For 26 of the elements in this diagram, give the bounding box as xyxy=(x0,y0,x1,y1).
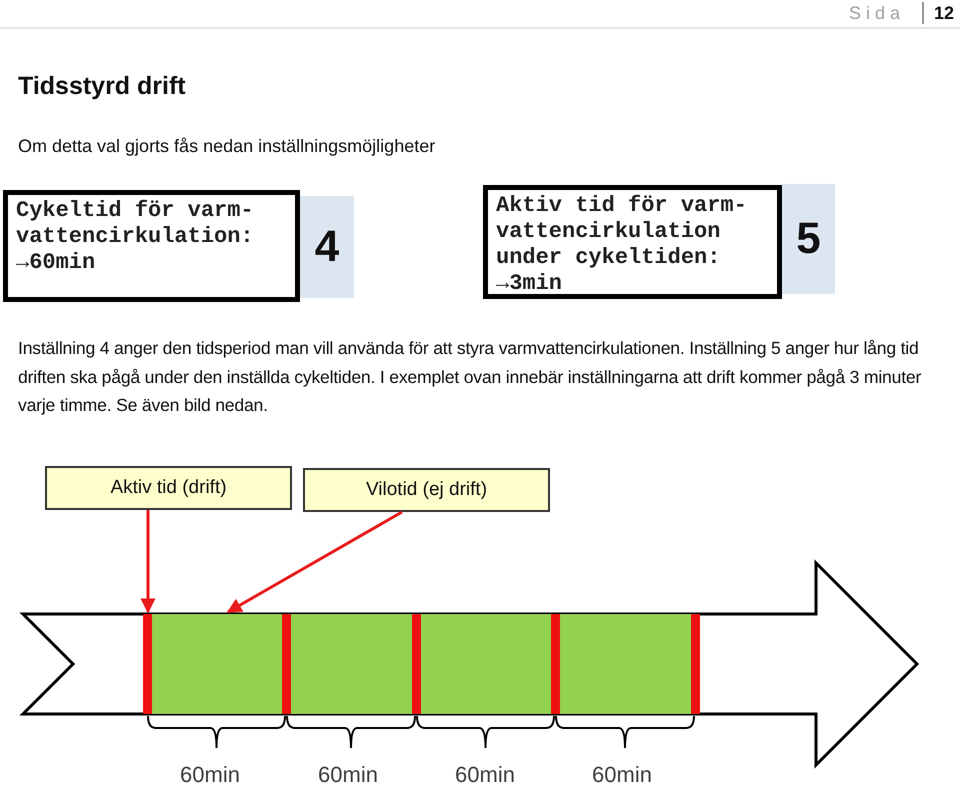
page-label: Sida xyxy=(849,3,906,24)
page-title: Tidsstyrd drift xyxy=(18,72,186,101)
duration-label: 60min xyxy=(317,762,379,788)
duration-label: 60min xyxy=(591,762,653,788)
time-segment xyxy=(421,614,551,714)
callout-box: Vilotid (ej drift) xyxy=(303,468,550,512)
time-segment xyxy=(152,614,282,714)
marker-bar xyxy=(691,614,700,714)
arrow xyxy=(226,510,403,614)
display-panel: Aktiv tid för varm- vattencirkulation under cykeltiden: →3min xyxy=(483,185,782,299)
callout-box: Aktiv tid (drift) xyxy=(45,466,292,510)
arrow xyxy=(140,510,156,614)
duration-label: 60min xyxy=(454,762,516,788)
marker-bar xyxy=(143,614,152,714)
marker-bar xyxy=(412,614,421,714)
setting-number: 4 xyxy=(300,196,354,298)
description-paragraph: Inställning 4 anger den tidsperiod man vill använda för att styra varmvattencirkulationen. Inställning 5 anger hur lång tid driften ska pågå under den inställda cykeltiden. I exemplet ovan innebär inställningarna att drift kommer pågå 3 minuter varje timme. Se även bild nedan. xyxy=(18,337,922,417)
time-segment xyxy=(291,614,412,714)
marker-bar xyxy=(282,614,291,714)
page-number: 12 xyxy=(934,3,954,24)
duration-label: 60min xyxy=(179,762,241,788)
setting-number: 5 xyxy=(782,184,835,294)
marker-bar xyxy=(551,614,560,714)
intro-text: Om detta val gjorts fås nedan inställningsmöjligheter xyxy=(18,136,436,157)
time-segment xyxy=(560,614,691,714)
display-panel: Cykeltid för varm- vattencirkulation: →60min xyxy=(3,190,300,302)
